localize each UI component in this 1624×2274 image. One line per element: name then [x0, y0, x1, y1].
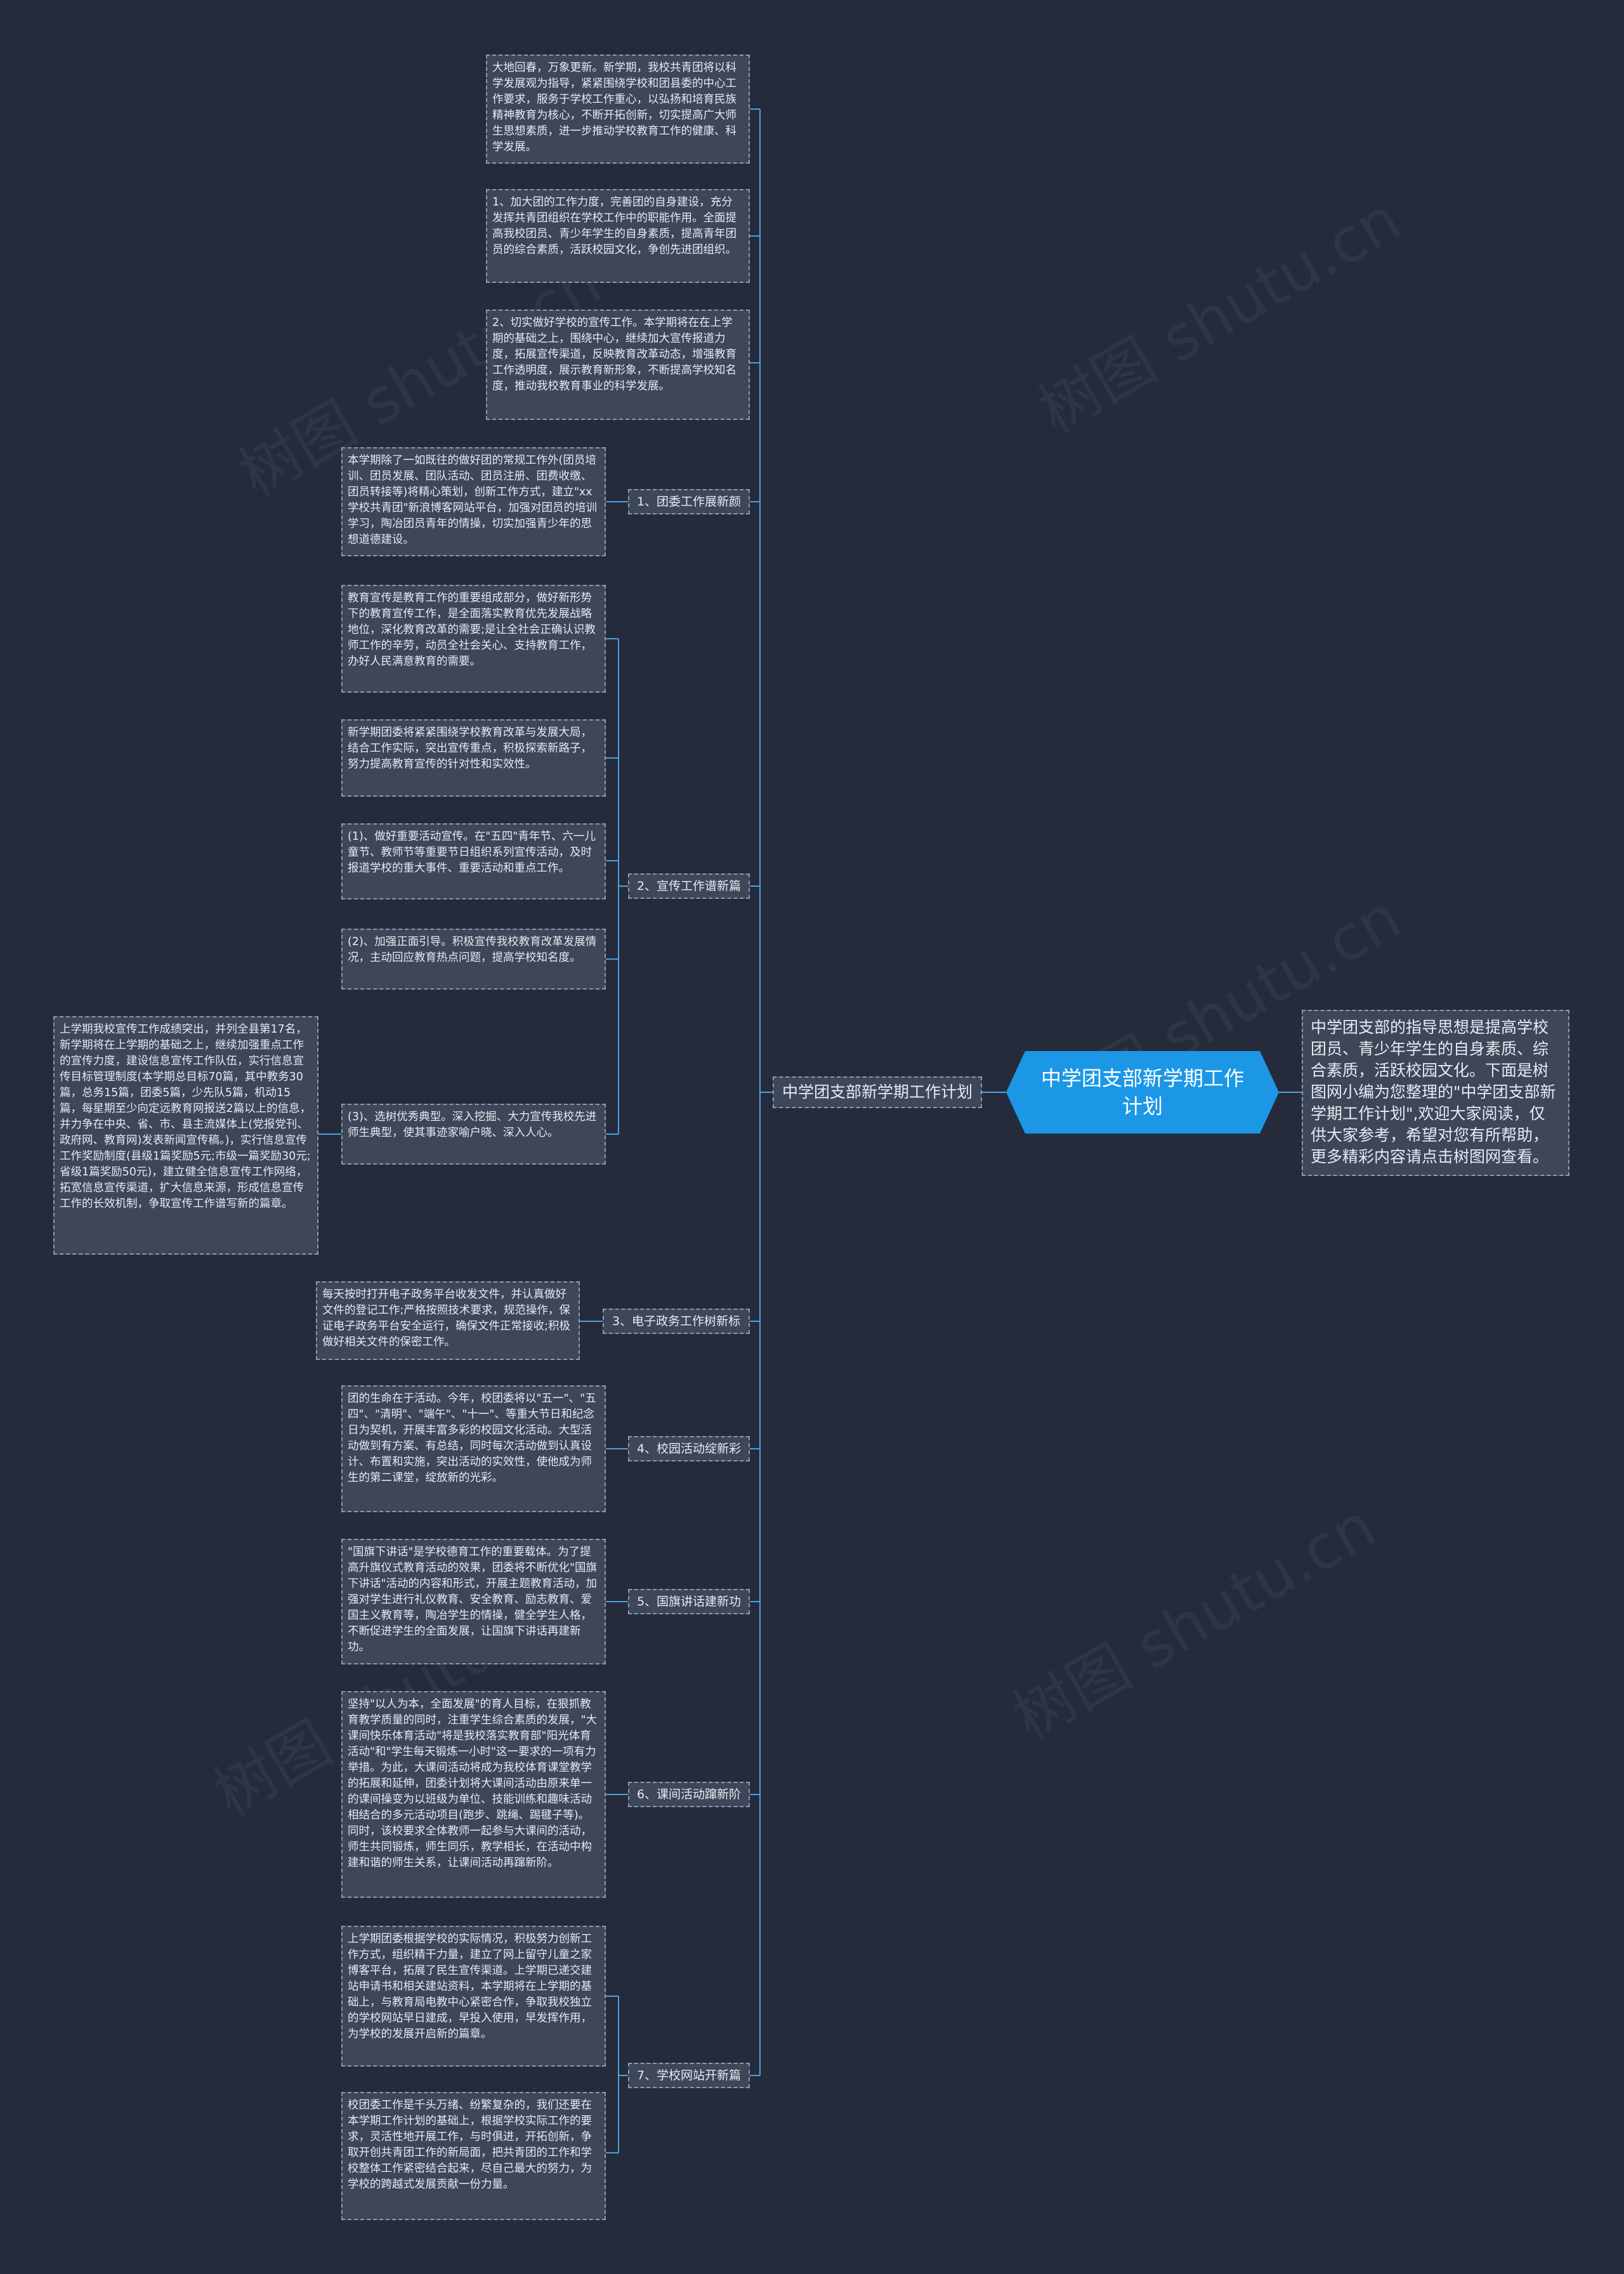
branch-node[interactable]: 中学团支部新学期工作计划: [773, 1076, 982, 1108]
link-topic2-items: [606, 638, 628, 1135]
topic-2-subitem[interactable]: 上学期我校宣传工作成绩突出，并列全县第17名，新学期将在上学期的基础之上，继续加…: [53, 1016, 318, 1255]
intro-item[interactable]: 2、切实做好学校的宣传工作。本学期将在在上学期的基础之上，围绕中心，继续加大宣传…: [486, 310, 750, 420]
intro-item[interactable]: 1、加大团的工作力度，完善团的自身建设，充分发挥共青团组织在学校工作中的职能作用…: [486, 189, 750, 283]
topic-1[interactable]: 1、团委工作展新颜: [628, 489, 750, 514]
topic-2-item[interactable]: (1)、做好重要活动宣传。在"五四"青年节、六一儿童节、教师节等重要节日组织系列…: [341, 823, 606, 899]
topic-6[interactable]: 6、课间活动蹿新阶: [628, 1782, 750, 1807]
topic-5-item[interactable]: "国旗下讲话"是学校德育工作的重要载体。为了提高升旗仪式教育活动的效果，团委将不…: [341, 1539, 606, 1664]
topic-2-item[interactable]: (3)、选树优秀典型。深入挖掘、大力宣传我校先进师生典型，使其事迹家喻户晓、深入…: [341, 1104, 606, 1165]
link-topic7-items: [606, 1996, 628, 2153]
topic-3[interactable]: 3、电子政务工作树新标: [603, 1309, 750, 1334]
topic-7-item[interactable]: 校团委工作是千头万绪、纷繁复杂的，我们还要在本学期工作计划的基础上，根据学校实际…: [341, 2092, 606, 2220]
topic-2-item[interactable]: 教育宣传是教育工作的重要组成部分，做好新形势下的教育宣传工作，是全面落实教育优先…: [341, 585, 606, 693]
topic-3-item[interactable]: 每天按时打开电子政务平台收发文件，并认真做好文件的登记工作;严格按照技术要求，规…: [316, 1281, 580, 1360]
topic-6-item[interactable]: 坚持"以人为本，全面发展"的育人目标，在狠抓教育教学质量的同时，注重学生综合素质…: [341, 1691, 606, 1898]
topic-2-item[interactable]: (2)、加强正面引导。积极宣传我校教育改革发展情况，主动回应教育热点问题，提高学…: [341, 929, 606, 990]
root-topic[interactable]: 中学团支部新学期工作计划: [1006, 1051, 1279, 1134]
topic-7-item[interactable]: 上学期团委根据学校的实际情况，积极努力创新工作方式，组织精干力量，建立了网上留守…: [341, 1926, 606, 2067]
summary-node[interactable]: 中学团支部的指导思想是提高学校团员、青少年学生的自身素质、综合素质，活跃校园文化…: [1302, 1010, 1569, 1176]
intro-item[interactable]: 大地回春，万象更新。新学期，我校共青团将以科学发展观为指导，紧紧围绕学校和团县委…: [486, 55, 750, 164]
topic-5[interactable]: 5、国旗讲话建新功: [628, 1589, 750, 1614]
topic-2[interactable]: 2、宣传工作谱新篇: [628, 873, 750, 899]
topic-4[interactable]: 4、校园活动绽新彩: [628, 1436, 750, 1461]
topic-7[interactable]: 7、学校网站开新篇: [628, 2063, 750, 2088]
topic-2-item[interactable]: 新学期团委将紧紧围绕学校教育改革与发展大局，结合工作实际，突出宣传重点，积极探索…: [341, 719, 606, 797]
topic-4-item[interactable]: 团的生命在于活动。今年，校团委将以"五一"、"五四"、"清明"、"端午"、"十一…: [341, 1385, 606, 1512]
topic-1-item[interactable]: 本学期除了一如既往的做好团的常规工作外(团员培训、团员发展、团队活动、团员注册、…: [341, 447, 606, 556]
